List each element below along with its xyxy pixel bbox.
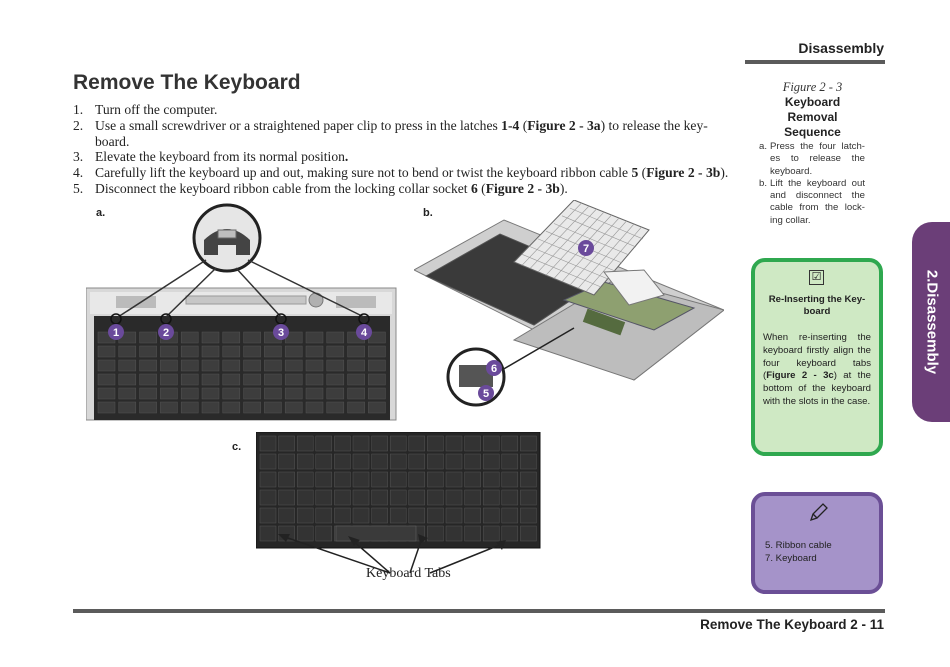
figure-title-line-3: Sequence xyxy=(784,125,841,139)
figure-a-label: a. xyxy=(96,207,106,219)
svg-text:2: 2 xyxy=(163,327,169,339)
svg-text:1: 1 xyxy=(113,327,119,339)
step-number: 5. xyxy=(73,180,84,196)
step-number: 1. xyxy=(73,102,84,117)
section-header: Disassembly xyxy=(798,40,884,56)
latch-callout: 3 xyxy=(273,324,289,340)
figure-b-label: b. xyxy=(423,207,433,219)
step-number: 4. xyxy=(73,165,84,181)
keyboard-tabs-arrows xyxy=(278,534,506,574)
figure-number: Figure 2 - 3 xyxy=(782,80,843,94)
figure-c-keyboard-tabs xyxy=(256,432,541,549)
latch-callout: 2 xyxy=(158,324,174,340)
footer-rule xyxy=(73,609,885,613)
parts-list: 5. Ribbon cable 7. Keyboard xyxy=(765,540,832,566)
step-item: 3.Elevate the keyboard from its normal p… xyxy=(73,149,349,165)
part-callout: 5 xyxy=(478,385,494,401)
figure-title-line-2: Removal xyxy=(787,110,838,124)
page-title: Remove The Keyboard xyxy=(73,71,301,94)
step-item: 1.Turn off the computer. xyxy=(73,102,218,117)
part-callout: 6 xyxy=(486,360,502,376)
chapter-tab-label: 2.Disassembly xyxy=(923,269,941,375)
svg-text:4: 4 xyxy=(361,327,368,339)
sidebar-figure-notes: a.Press the four latch-es to release the… xyxy=(759,141,865,227)
sidebar-figure-caption: Figure 2 - 3 Keyboard Removal Sequence xyxy=(760,80,865,140)
header-rule xyxy=(745,60,885,64)
steps-list: 1.Turn off the computer.2.Use a small sc… xyxy=(73,102,738,197)
step-item: 2.Use a small screwdriver or a straighte… xyxy=(73,117,708,149)
reinsert-note-title: Re-Inserting the Key-board xyxy=(768,294,866,318)
parts-note-box: 5. Ribbon cable 7. Keyboard xyxy=(751,492,883,594)
parts-item: 7. Keyboard xyxy=(765,552,817,564)
reinsert-note-text: When re-inserting the keyboard firstly a… xyxy=(763,332,871,407)
parts-item: 5. Ribbon cable xyxy=(765,540,832,551)
figure-title-line-1: Keyboard xyxy=(784,95,841,109)
keyboard-tabs-label: Keyboard Tabs xyxy=(366,566,451,581)
svg-text:3: 3 xyxy=(278,327,284,339)
svg-text:6: 6 xyxy=(491,363,497,375)
svg-text:7: 7 xyxy=(583,243,589,255)
reinsert-note-box: ☑ Re-Inserting the Key-board When re-ins… xyxy=(751,258,883,456)
footer-page-label: Remove The Keyboard 2 - 11 xyxy=(700,617,884,632)
latch-callout: 4 xyxy=(356,324,372,340)
pen-icon xyxy=(809,503,828,522)
sidebar-note-a: a.Press the four latch-es to release the… xyxy=(759,141,865,177)
figure-b-notebook-cable: 7 6 5 xyxy=(414,200,724,407)
part-callout: 7 xyxy=(578,240,594,256)
step-item: 5.Disconnect the keyboard ribbon cable f… xyxy=(73,180,568,196)
chapter-tab[interactable]: 2.Disassembly xyxy=(912,222,950,422)
checkbox-icon: ☑ xyxy=(809,270,824,285)
figure-c-label: c. xyxy=(232,441,242,453)
step-number: 3. xyxy=(73,149,84,165)
step-item: 4.Carefully lift the keyboard up and out… xyxy=(73,165,729,181)
svg-text:5: 5 xyxy=(483,388,489,400)
figure-a-keyboard-latches: 1 2 3 4 xyxy=(86,203,397,421)
sidebar-note-b: b.Lift the keyboard out and disconnect t… xyxy=(759,177,865,226)
latch-callout: 1 xyxy=(108,324,124,340)
step-number: 2. xyxy=(73,117,84,133)
